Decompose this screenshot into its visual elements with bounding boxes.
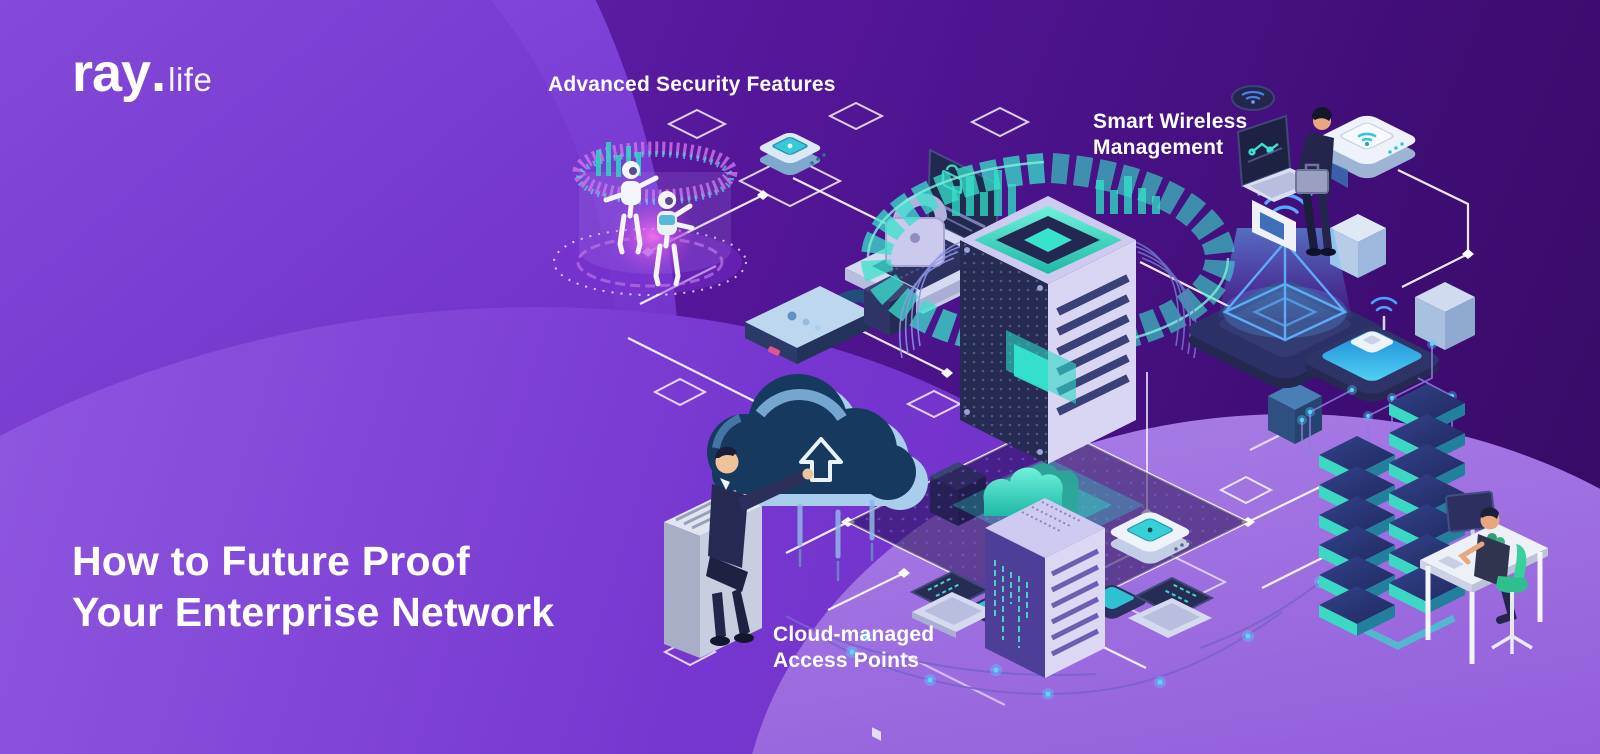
laptop-icon xyxy=(1128,576,1215,638)
brand-name: ray xyxy=(72,43,151,103)
man-on-server xyxy=(664,446,814,658)
label-cloud-managed: Cloud-managed Access Points xyxy=(773,623,935,672)
access-point-icon xyxy=(1318,115,1416,188)
standing-man xyxy=(1295,106,1336,256)
smart-wireless-group xyxy=(1231,85,1416,256)
access-point-icon xyxy=(1110,512,1190,564)
router-tray-icon xyxy=(1305,296,1439,402)
office-chair xyxy=(1491,544,1533,654)
briefcase-icon xyxy=(1295,163,1329,194)
page-title: How to Future Proof Your Enterprise Netw… xyxy=(72,536,554,638)
server-stack-icon xyxy=(1297,339,1465,650)
padlock-device-icon xyxy=(745,286,879,364)
glow-dots xyxy=(846,576,1326,700)
brand-logo: ray.life xyxy=(72,42,212,104)
label-smart-wireless: Smart Wireless Management xyxy=(1093,110,1248,159)
bottom-cluster xyxy=(785,463,1326,700)
wifi-icon xyxy=(1231,85,1275,111)
label-advanced-security: Advanced Security Features xyxy=(548,73,836,96)
server-tower-icon xyxy=(983,463,1105,678)
robot-icon xyxy=(553,141,747,296)
page-title-line1: How to Future Proof xyxy=(72,538,470,584)
page-title-line2: Your Enterprise Network xyxy=(72,588,555,635)
brand-suffix: life xyxy=(168,61,213,98)
access-point-icon xyxy=(759,132,826,176)
person-at-desk xyxy=(1457,507,1517,624)
desk-workstation-icon xyxy=(1420,490,1548,664)
brand-dot: . xyxy=(151,43,167,103)
